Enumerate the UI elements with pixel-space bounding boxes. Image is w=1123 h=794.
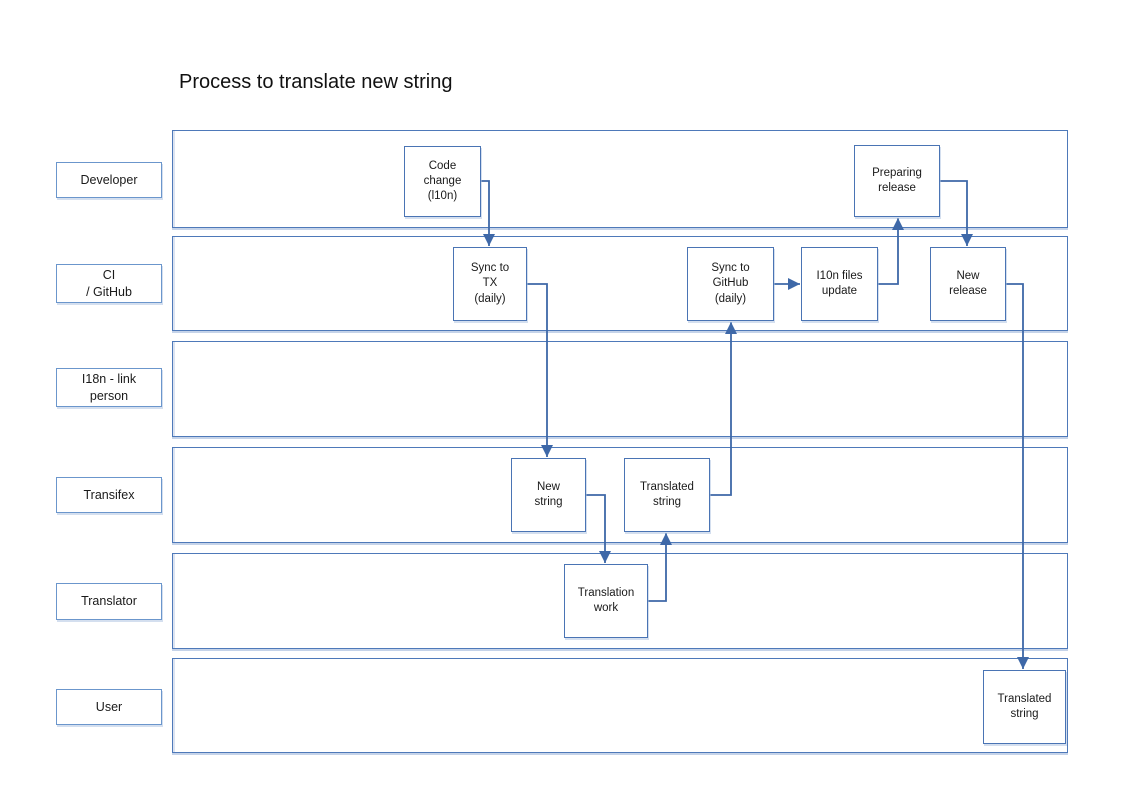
- lane-user: [172, 658, 1068, 753]
- lane-label-ci-github: CI / GitHub: [56, 264, 162, 303]
- node-i10n-files-update: I10n files update: [801, 247, 878, 321]
- node-translated-string-user: Translated string: [983, 670, 1066, 744]
- lane-transifex: [172, 447, 1068, 543]
- node-sync-to-github: Sync to GitHub (daily): [687, 247, 774, 321]
- node-sync-to-tx: Sync to TX (daily): [453, 247, 527, 321]
- node-code-change: Code change (l10n): [404, 146, 481, 217]
- lane-label-user: User: [56, 689, 162, 725]
- node-translation-work: Translation work: [564, 564, 648, 638]
- node-preparing-release: Preparing release: [854, 145, 940, 217]
- lane-label-i18n-link-person: I18n - link person: [56, 368, 162, 407]
- lane-ci-github: [172, 236, 1068, 331]
- lane-i18n-link-person: [172, 341, 1068, 437]
- lane-label-translator: Translator: [56, 583, 162, 620]
- node-new-release: New release: [930, 247, 1006, 321]
- lane-label-transifex: Transifex: [56, 477, 162, 513]
- diagram-title: Process to translate new string: [179, 71, 453, 93]
- lane-label-developer: Developer: [56, 162, 162, 198]
- node-new-string: New string: [511, 458, 586, 532]
- node-translated-string-transifex: Translated string: [624, 458, 710, 532]
